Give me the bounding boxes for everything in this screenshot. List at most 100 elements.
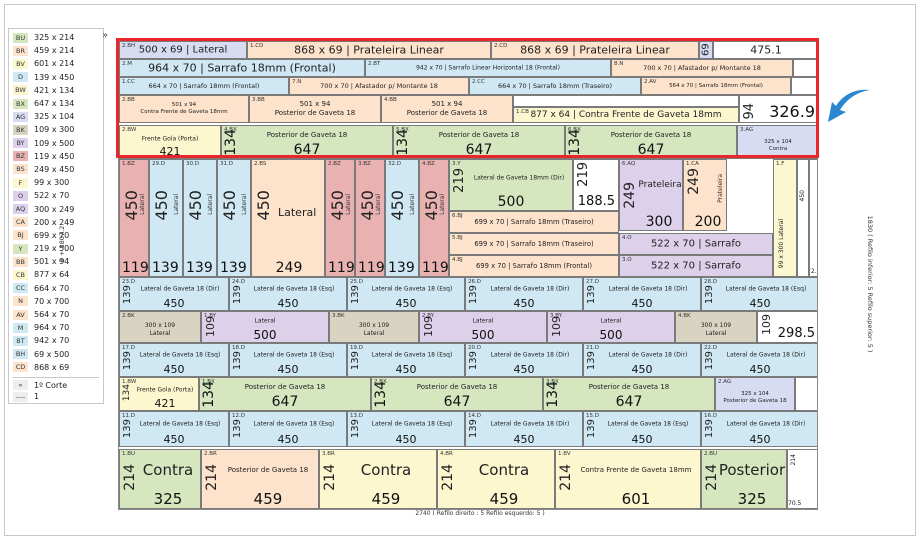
piece-scrap[interactable]: 475.1 — [713, 41, 817, 59]
piece-bh-v[interactable]: 69 — [699, 41, 713, 59]
piece-scrap[interactable] — [793, 59, 817, 77]
piece-label: 664 x 70 | Sarrafo 18mm (Frontal) — [148, 82, 260, 90]
piece-tag: 17.D — [122, 345, 135, 351]
piece-label: Frente Gola (Porta) — [136, 386, 194, 394]
piece-scrap[interactable]: 450 — [797, 159, 809, 277]
piece-scrap[interactable] — [795, 377, 817, 411]
edge-label: 72.3 — [810, 268, 817, 275]
piece-v: 109 — [760, 314, 773, 335]
legend-swatch: AV — [13, 309, 28, 320]
piece-tag: 22.D — [704, 345, 717, 351]
piece-scrap[interactable] — [513, 95, 739, 107]
piece-num: 459 — [371, 490, 401, 508]
piece-label: Contra — [478, 460, 530, 479]
collapse-toggle[interactable]: » — [102, 30, 109, 41]
piece-tag: 7.N — [292, 79, 302, 85]
piece-scrap[interactable]: 72.3 — [809, 159, 817, 277]
piece-tag: 3.BB — [252, 97, 265, 103]
piece-scrap[interactable] — [791, 77, 817, 95]
legend-swatch: BJ — [13, 230, 28, 241]
legend-second: ----1 — [13, 390, 99, 403]
legend-label: 964 x 70 — [34, 323, 70, 333]
